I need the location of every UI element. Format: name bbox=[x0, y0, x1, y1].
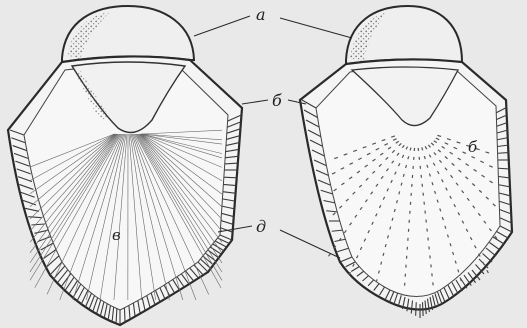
label-d: д bbox=[256, 217, 266, 236]
label-b-left: б bbox=[272, 91, 282, 110]
right-specimen bbox=[300, 6, 512, 318]
label-a: а bbox=[256, 5, 266, 24]
label-b-right: б bbox=[468, 138, 478, 156]
label-v: в bbox=[112, 226, 121, 244]
left-specimen bbox=[8, 6, 242, 325]
